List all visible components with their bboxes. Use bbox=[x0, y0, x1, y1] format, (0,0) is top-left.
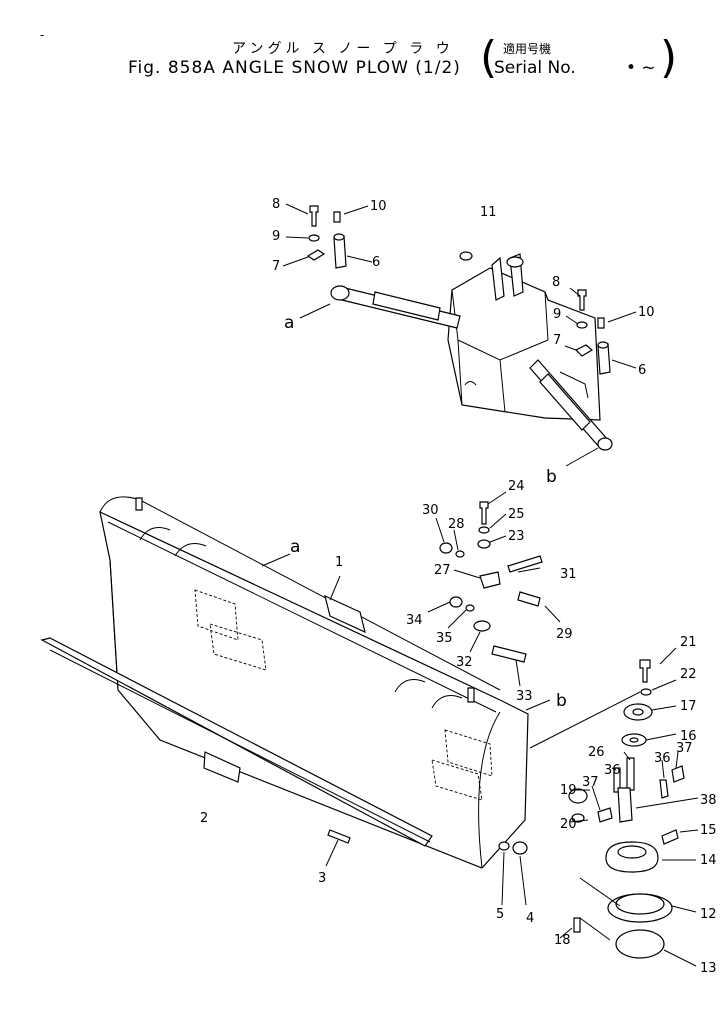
figure-title: Fig. 858A ANGLE SNOW PLOW (1/2) bbox=[128, 58, 461, 78]
callout-9: 9 bbox=[272, 229, 280, 244]
callout-18: 18 bbox=[554, 933, 571, 948]
callout-6: 6 bbox=[372, 255, 380, 270]
ref-b-blade: b bbox=[556, 691, 567, 711]
callout-15: 15 bbox=[700, 823, 717, 838]
reference-arrows bbox=[261, 303, 599, 711]
callout-labels: 8 10 9 7 6 11 8 9 10 7 6 1 2 3 4 5 24 25… bbox=[200, 197, 717, 976]
japanese-title: アングル ス ノー プ ラ ウ bbox=[232, 41, 454, 57]
callout-8: 8 bbox=[272, 197, 280, 212]
callout-33: 33 bbox=[516, 689, 533, 704]
serial-label: Serial No. bbox=[494, 58, 576, 78]
callout-10: 10 bbox=[370, 199, 387, 214]
callout-5: 5 bbox=[496, 907, 504, 922]
callout-31: 31 bbox=[560, 567, 577, 582]
callout-25: 25 bbox=[508, 507, 525, 522]
right-arm-hardware bbox=[564, 287, 637, 375]
callout-34: 34 bbox=[406, 613, 423, 628]
callout-20: 20 bbox=[560, 817, 577, 832]
callout-3: 3 bbox=[318, 871, 326, 886]
callout-4: 4 bbox=[526, 911, 534, 926]
callout-38: 38 bbox=[700, 793, 717, 808]
callout-10: 10 bbox=[638, 305, 655, 320]
ref-a-blade: a bbox=[290, 537, 300, 557]
callout-30: 30 bbox=[422, 503, 439, 518]
callout-24: 24 bbox=[508, 479, 525, 494]
callout-36: 36 bbox=[604, 763, 621, 778]
swivel-assembly bbox=[529, 647, 699, 967]
diagram-header: - アングル ス ノー プ ラ ウ Fig. 858A ANGLE SNOW P… bbox=[0, 0, 720, 100]
ref-a-frame: a bbox=[284, 313, 294, 333]
callout-17: 17 bbox=[680, 699, 697, 714]
callout-23: 23 bbox=[508, 529, 525, 544]
callout-37: 37 bbox=[676, 741, 693, 756]
left-arm-hardware bbox=[282, 203, 373, 269]
callout-7: 7 bbox=[553, 333, 561, 348]
plow-blade bbox=[99, 496, 529, 869]
corner-mark: - bbox=[40, 28, 45, 42]
cutting-edge bbox=[40, 637, 433, 847]
callout-32: 32 bbox=[456, 655, 473, 670]
callout-21: 21 bbox=[680, 635, 697, 650]
serial-value: • ~ bbox=[626, 58, 656, 78]
callout-8: 8 bbox=[552, 275, 560, 290]
serial-bracket-close: ) bbox=[660, 32, 678, 83]
callout-37: 37 bbox=[582, 775, 599, 790]
callout-7: 7 bbox=[272, 259, 280, 274]
serial-bracket-open: ( bbox=[480, 32, 498, 83]
callout-1: 1 bbox=[335, 555, 343, 570]
callout-22: 22 bbox=[680, 667, 697, 682]
serial-japanese-label: 適用号機 bbox=[503, 42, 552, 56]
callout-14: 14 bbox=[700, 853, 717, 868]
callout-11: 11 bbox=[480, 205, 497, 220]
callout-6: 6 bbox=[638, 363, 646, 378]
callout-16: 16 bbox=[680, 729, 697, 744]
callout-2: 2 bbox=[200, 811, 208, 826]
callout-27: 27 bbox=[434, 563, 451, 578]
callout-26: 26 bbox=[588, 745, 605, 760]
callout-9: 9 bbox=[553, 307, 561, 322]
callout-19: 19 bbox=[560, 783, 577, 798]
callout-12: 12 bbox=[700, 907, 717, 922]
callout-36: 36 bbox=[654, 751, 671, 766]
callout-13: 13 bbox=[700, 961, 717, 976]
callout-28: 28 bbox=[448, 517, 465, 532]
ref-b-frame: b bbox=[546, 467, 557, 487]
push-frame-assembly bbox=[330, 251, 613, 451]
callout-35: 35 bbox=[436, 631, 453, 646]
edge-fasteners bbox=[325, 829, 528, 906]
callout-29: 29 bbox=[556, 627, 573, 642]
pivot-hardware bbox=[427, 491, 561, 687]
